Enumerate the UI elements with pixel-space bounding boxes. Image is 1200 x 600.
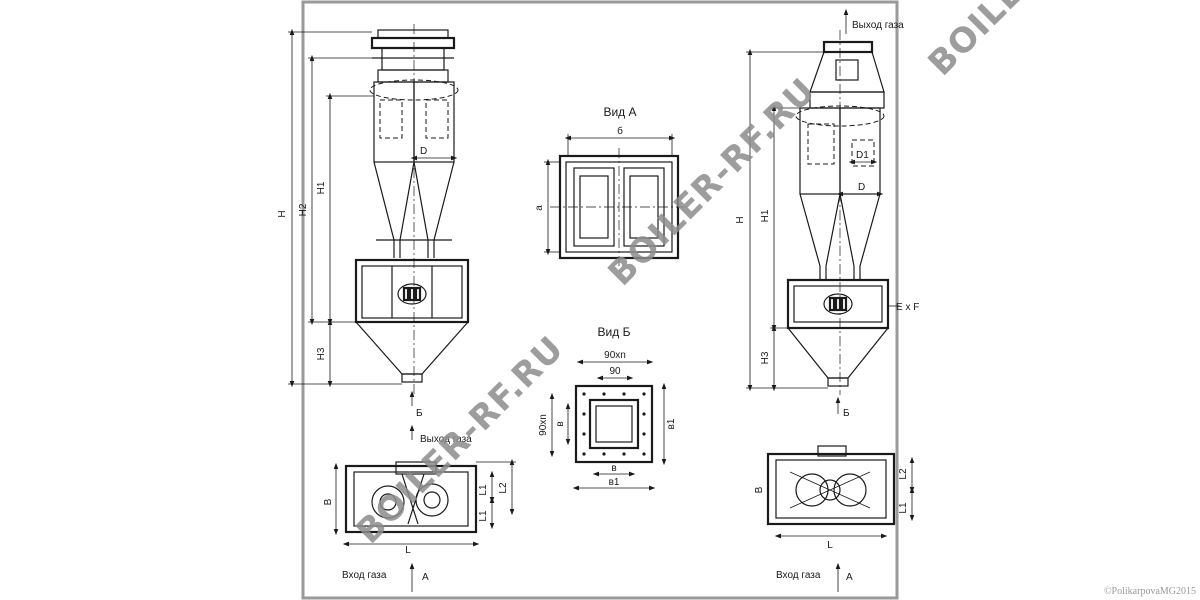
view-b bbox=[549, 359, 667, 491]
r-dim-label-L: L bbox=[827, 540, 833, 551]
dim-label-H1: H1 bbox=[316, 181, 327, 194]
r-arrow-b-label: Б bbox=[843, 408, 850, 419]
view-b-side-pitch: 90xn bbox=[538, 414, 549, 436]
view-b-pitch: 90 bbox=[609, 366, 621, 377]
dim-label-H3: H3 bbox=[316, 347, 327, 360]
view-a bbox=[544, 134, 688, 266]
view-b-title: Вид Б bbox=[598, 325, 631, 339]
inlet-label: Вход газа bbox=[342, 570, 387, 581]
dim-label-H2: H2 bbox=[298, 203, 309, 216]
watermark-1: BOILER-RF.RU bbox=[349, 329, 572, 552]
r-dim-label-H: H bbox=[735, 216, 746, 223]
r-dim-label-H3: H3 bbox=[760, 351, 771, 364]
r-dim-label-D: D bbox=[858, 182, 865, 193]
dim-label-L1-bottom: L1 bbox=[478, 510, 489, 522]
arrow-b-label: Б bbox=[416, 408, 423, 419]
view-b-outer-right: в1 bbox=[666, 418, 677, 429]
copyright-text: ©PolikarpovaMG2015 bbox=[1104, 586, 1196, 597]
view-b-outer-bottom: в1 bbox=[609, 477, 620, 488]
view-a-height-label: а bbox=[534, 205, 545, 211]
dim-label-L2: L2 bbox=[498, 482, 509, 494]
left-plan bbox=[333, 458, 516, 592]
sheet-frame bbox=[301, 0, 899, 600]
view-a-width-label: б bbox=[617, 125, 623, 137]
arrow-a-label: А bbox=[422, 572, 429, 583]
dim-label-B: B bbox=[323, 498, 334, 505]
r-dim-label-D1: D1 bbox=[856, 150, 869, 161]
view-b-inner-bottom: в bbox=[611, 463, 616, 474]
r-dim-label-H1: H1 bbox=[760, 209, 771, 222]
right-elevation bbox=[746, 8, 900, 414]
left-elevation bbox=[288, 24, 470, 440]
r-arrow-a-label: А bbox=[846, 572, 853, 583]
r-dim-label-L2: L2 bbox=[898, 468, 909, 480]
view-b-top-pitch: 90xn bbox=[604, 350, 626, 361]
r-dim-label-L1: L1 bbox=[898, 502, 909, 514]
r-dim-label-ExF: E x F bbox=[896, 302, 919, 313]
view-a-title: Вид А bbox=[603, 105, 636, 119]
watermark-3: BOILER-RF.RU bbox=[921, 0, 1144, 84]
right-plan bbox=[766, 445, 915, 592]
dim-label-H: H bbox=[277, 210, 288, 217]
dim-label-L1-top: L1 bbox=[478, 484, 489, 496]
dim-label-D: D bbox=[420, 146, 427, 157]
r-dim-label-B: B bbox=[754, 486, 765, 493]
outlet-top-label: Выход газа bbox=[852, 20, 904, 31]
r-inlet-label: Вход газа bbox=[776, 570, 821, 581]
outlet-label: Выход газа bbox=[420, 434, 472, 445]
dim-label-L: L bbox=[405, 545, 411, 556]
view-b-inner: в bbox=[555, 421, 566, 426]
